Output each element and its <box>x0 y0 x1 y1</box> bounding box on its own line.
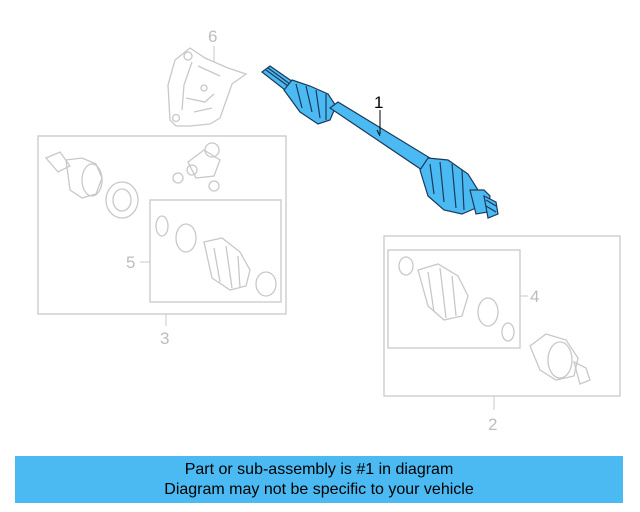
part-1-drive-axle[interactable] <box>261 65 499 219</box>
part-2-components <box>529 333 591 385</box>
callout-6[interactable]: 6 <box>208 27 217 46</box>
callout-2[interactable]: 2 <box>488 415 497 434</box>
part-5-box[interactable] <box>149 199 282 303</box>
part-5-components <box>155 215 277 297</box>
leader-1-tip <box>376 129 381 137</box>
part-2-box[interactable] <box>383 235 621 397</box>
part-4-components <box>398 256 515 342</box>
callout-4[interactable]: 4 <box>530 287 539 306</box>
banner-line-1: Part or sub-assembly is #1 in diagram <box>184 461 454 478</box>
part-3-components <box>44 142 221 219</box>
part-3-box[interactable] <box>37 135 287 315</box>
part-6-bracket[interactable] <box>167 47 248 127</box>
info-banner: Part or sub-assembly is #1 in diagram Di… <box>15 456 623 503</box>
callout-3[interactable]: 3 <box>160 329 169 348</box>
banner-line-2: Diagram may not be specific to your vehi… <box>164 481 474 498</box>
callout-5[interactable]: 5 <box>126 253 135 272</box>
part-4-box[interactable] <box>387 249 521 349</box>
callout-1[interactable]: 1 <box>374 93 383 112</box>
